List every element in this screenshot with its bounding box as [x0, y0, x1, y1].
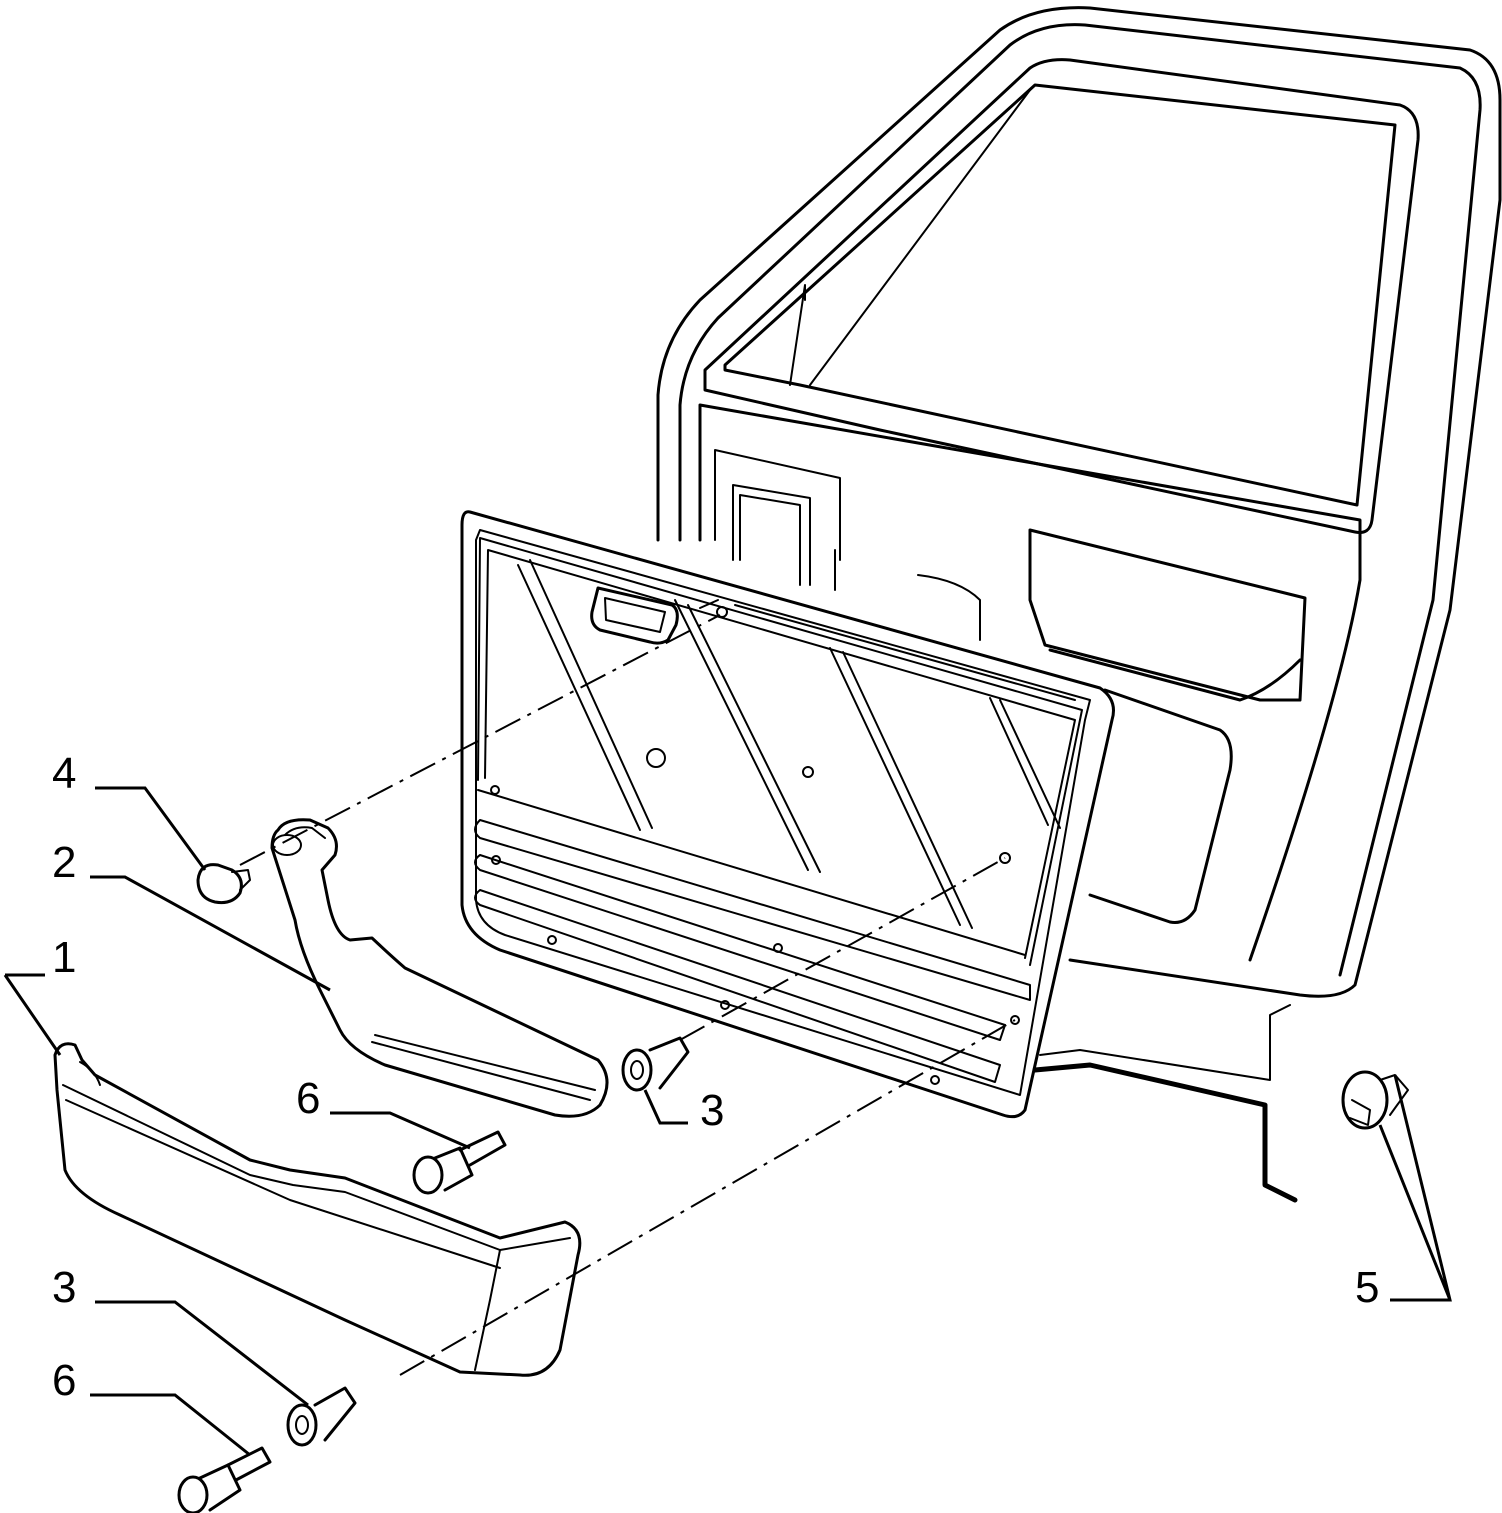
callout-4: 4	[52, 749, 76, 798]
screw-lower	[177, 1446, 272, 1513]
callout-2: 2	[52, 838, 76, 887]
callout-3-lower: 3	[52, 1263, 76, 1312]
leader-lines	[3, 786, 1452, 1457]
armrest-handle	[270, 818, 609, 1118]
callout-6-upper: 6	[296, 1074, 320, 1123]
callout-5: 5	[1355, 1263, 1379, 1312]
lower-door-trim	[53, 1042, 582, 1377]
door-trim-panel	[460, 510, 1115, 1119]
push-fastener	[1341, 1070, 1409, 1130]
door-shell	[656, 6, 1502, 1203]
panel-clip-upper	[621, 1036, 690, 1092]
callout-3-upper: 3	[700, 1086, 724, 1135]
screw-upper	[412, 1130, 507, 1195]
callout-1: 1	[52, 933, 76, 982]
callout-6-lower: 6	[52, 1356, 76, 1405]
alignment-lines	[239, 614, 1016, 1376]
handle-cap	[196, 863, 251, 905]
panel-clip-lower	[286, 1386, 357, 1447]
